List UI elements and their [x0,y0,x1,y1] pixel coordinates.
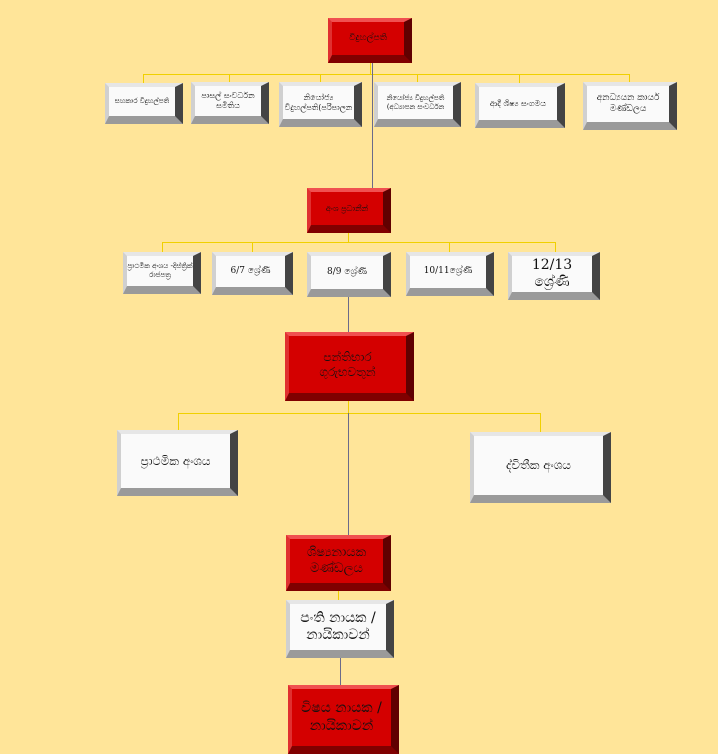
connector [372,62,373,190]
connector [178,413,540,414]
connector [320,74,321,84]
connector [370,62,371,74]
org-box-deputy-education[interactable]: නියෝජ්‍ය විදුහල්පති (අධ්‍යාපන සංවර්ධන [374,82,461,127]
prefects-box[interactable]: ශිෂ්‍යනායක මණ්ඩලය [286,535,391,591]
connector [519,74,520,84]
org-box-school-development-society[interactable]: පාසල් සංවර්ධන සමිතිය [191,82,269,124]
connector [348,413,349,536]
connector [417,74,418,84]
connector [229,74,230,84]
connector [162,242,163,252]
subject-leaders-box[interactable]: විෂය නායක /නායිකාවන් [288,685,399,754]
connector [338,590,339,601]
connector [629,74,630,84]
connector [252,242,253,252]
class-leaders-box[interactable]: පංති නායක /නායිකාවන් [286,600,394,658]
primary-section-box[interactable]: ප්‍රාථමික අංශය [117,430,238,496]
class-teachers-box[interactable]: පන්තිභාර ගුරුභවතුන් [285,332,414,401]
secondary-section-box[interactable]: ද්විතීක අංශය [470,432,611,503]
org-box-alumni[interactable]: ආදී ශිෂ්‍ය සංගමය [475,83,565,128]
connector [143,74,144,84]
connector [348,296,349,333]
grade-box-10-11[interactable]: 10/11ශ්‍රේණි [406,252,494,296]
connector [178,413,179,431]
grade-box-8-9[interactable]: 8/9 ශ්‍රේණි [307,252,391,297]
connector [348,232,349,242]
connector [540,413,541,433]
grade-box-12-13[interactable]: 12/13 ශ්‍රේණි [508,252,600,300]
principal-box[interactable]: විදුහල්පති [328,18,412,63]
connector [555,242,556,252]
grade-box-primary[interactable]: ප්‍රාථමික අංශය -දිස්ත්‍රික් රාජපත්‍ර [123,252,201,294]
grade-box-6-7[interactable]: 6/7 ශ්‍රේණි [212,252,293,295]
connector [143,74,629,75]
connector [162,242,555,243]
connector [449,242,450,252]
org-box-non-academic-staff[interactable]: අනධ්‍යයන කාර්ය මණ්ඩලය [583,82,677,130]
org-box-deputy-assistant[interactable]: සහකාර විදුහල්පති [105,83,183,124]
connector [340,657,341,686]
org-box-deputy-admin[interactable]: නියෝජ්‍ය විදුහල්පති(පරිපාලන [279,82,362,127]
connector [348,400,349,413]
section-heads-box[interactable]: අංශ ප්‍රධානීන් [307,188,391,233]
